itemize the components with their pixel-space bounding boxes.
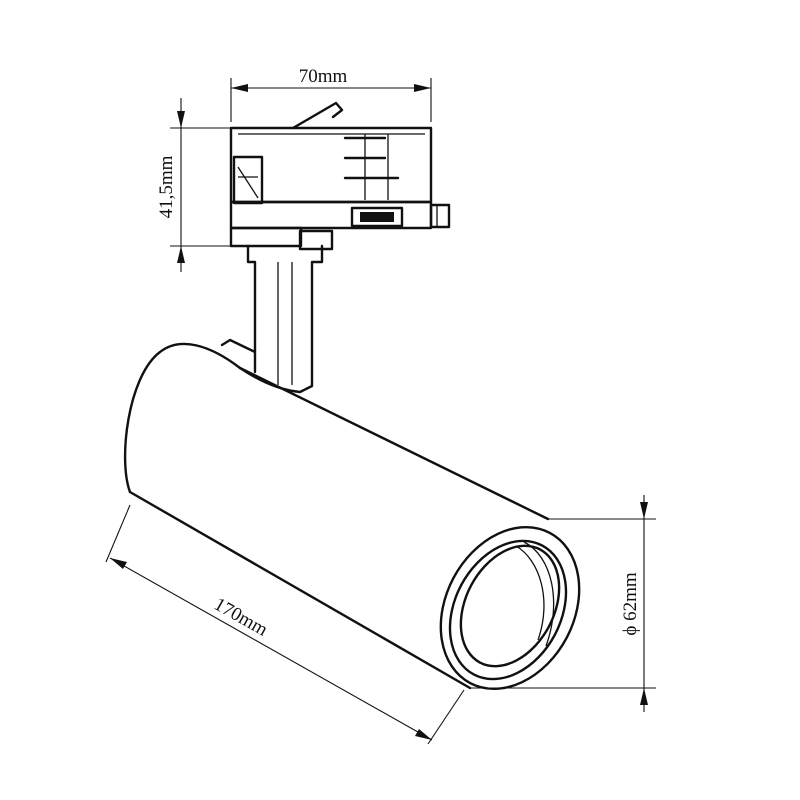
- stem: [220, 244, 324, 387]
- dimension-diameter-label: ϕ 62mm: [620, 572, 641, 636]
- lens-reflector: [459, 544, 561, 668]
- adapter-contact-pins: [343, 134, 400, 200]
- dimension-height-label: 41,5mm: [156, 155, 177, 218]
- dimension-length: 170mm: [105, 504, 465, 745]
- phase-selector-switch: [350, 206, 404, 228]
- side-knob: [429, 203, 451, 229]
- dimension-width-label: 70mm: [299, 66, 348, 87]
- adapter-spring-clip: [291, 101, 344, 130]
- front-rim-inner: [448, 539, 568, 681]
- dimension-diameter: ϕ 62mm: [470, 495, 656, 712]
- dimension-length-label: 170mm: [210, 594, 271, 641]
- adapter-latch: [232, 155, 264, 205]
- lens-front: [439, 525, 581, 691]
- cylinder-body: [123, 342, 550, 690]
- dimension-height: 41,5mm: [156, 98, 231, 272]
- dimension-width: 70mm: [230, 66, 432, 122]
- front-rim-outer: [439, 525, 581, 691]
- track-adapter: [229, 101, 451, 251]
